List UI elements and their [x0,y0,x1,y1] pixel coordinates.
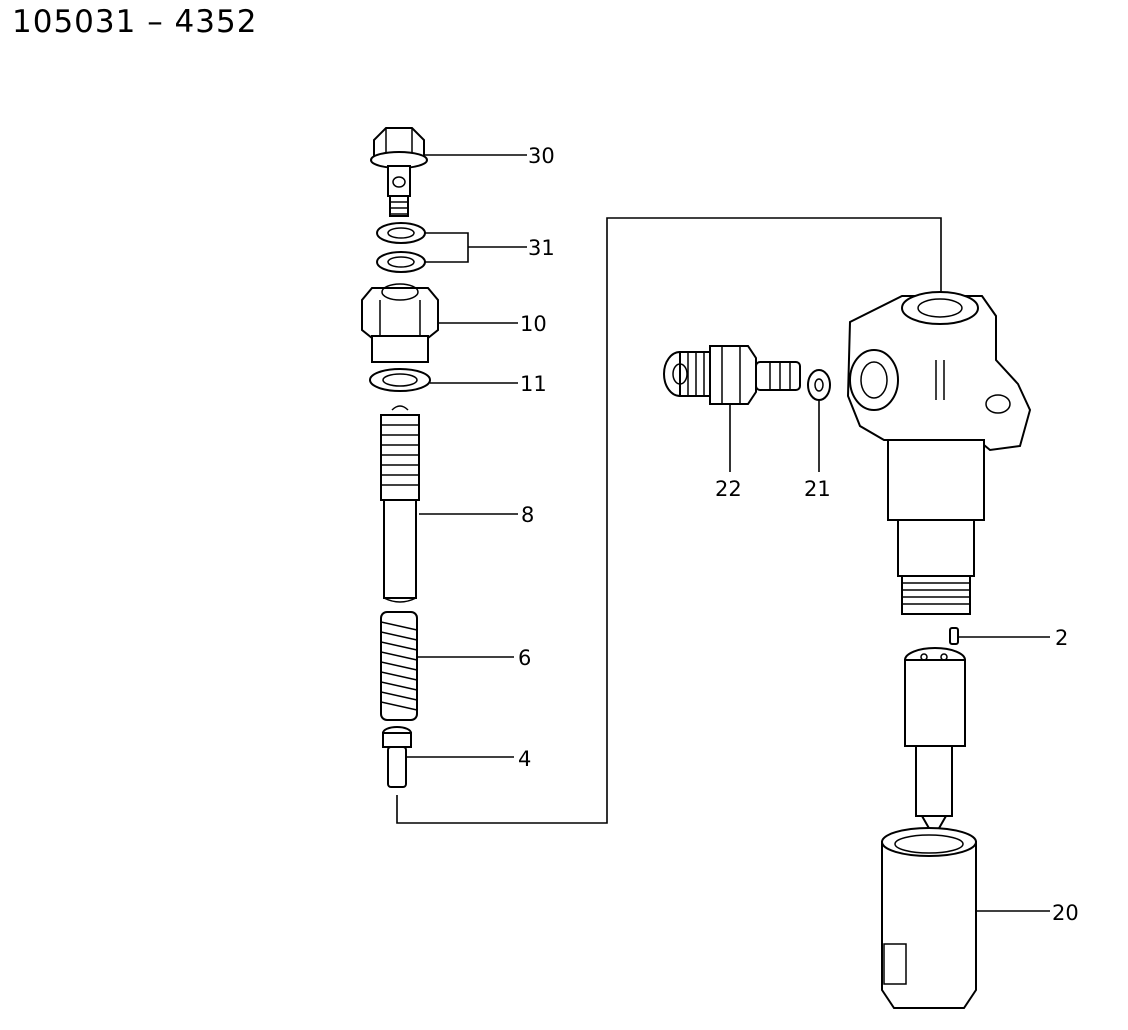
part-6-spring [380,611,418,721]
callout-30: 30 [528,144,555,168]
callout-2: 2 [1055,626,1068,650]
part-30-bolt [370,127,428,217]
callout-11: 11 [520,372,547,396]
part-11-washer [369,368,431,392]
part-10-nut [361,283,439,363]
callout-6: 6 [518,646,531,670]
part-4-spindle [382,726,412,788]
part-20-nozzle-nut [881,827,977,1009]
part-8-push-rod [380,405,420,603]
callout-21: 21 [804,477,831,501]
nozzle [904,647,966,831]
callout-22: 22 [715,477,742,501]
assembly-connector-line [396,217,942,824]
injector-body [846,291,1032,615]
part-2-dowel-pin [949,627,959,645]
part-21-washer [807,369,831,401]
callout-20: 20 [1052,901,1079,925]
part-31-washers [376,222,426,273]
callout-31: 31 [528,236,555,260]
diagram-title: 105031 – 4352 [12,4,258,40]
part-22-fitting [663,345,801,405]
callout-4: 4 [518,747,531,771]
callout-8: 8 [521,503,534,527]
callout-10: 10 [520,312,547,336]
leader-31-bracket [425,232,469,263]
